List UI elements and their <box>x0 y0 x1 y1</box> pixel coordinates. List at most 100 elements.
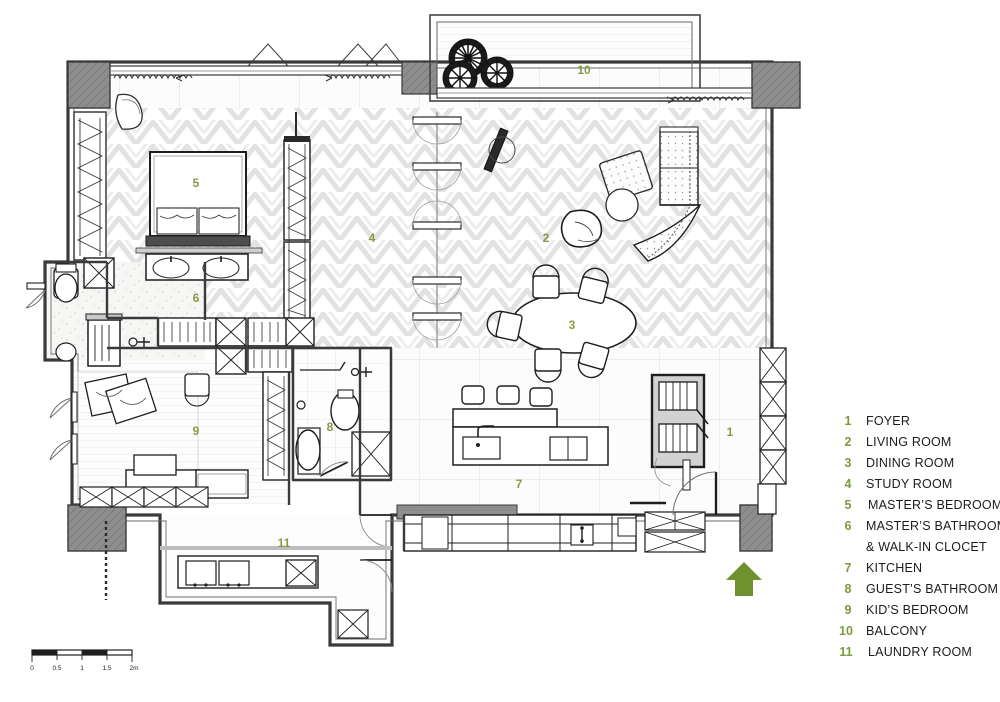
dining-chair <box>578 341 610 370</box>
legend-row-4: 4 STUDY ROOM <box>845 477 953 491</box>
dining-chair <box>577 276 609 305</box>
legend-label: STUDY ROOM <box>866 477 953 491</box>
legend-num: 10 <box>839 624 853 638</box>
wall-guest-bath <box>291 348 393 482</box>
curtain-symbols <box>113 74 745 104</box>
laundry-door-swing <box>359 559 393 593</box>
cabinet-cap <box>284 136 310 142</box>
toilet-cistern <box>55 263 77 273</box>
scale-seg-2 <box>82 650 107 655</box>
sink-guest <box>295 429 321 471</box>
sectional-sofa <box>632 126 702 262</box>
shelf-swing-arcs <box>412 119 462 341</box>
legend: 1 FOYER 2 LIVING ROOM 3 DINING ROOM 4 ST… <box>839 414 1000 659</box>
balcony-area <box>429 14 701 102</box>
wardrobe-kid <box>262 371 290 481</box>
kid-window-swings <box>49 397 73 461</box>
kid-bedroom-furniture <box>49 371 249 508</box>
cabinet-small <box>617 517 637 537</box>
entry-door-swing <box>672 471 717 516</box>
master-bath-elements <box>25 257 150 367</box>
window-open-flaps <box>247 43 401 67</box>
sofa-backrest-line <box>643 131 691 261</box>
mid-wardrobes <box>157 317 315 481</box>
legend-row-8: 8 GUEST’S BATHROOM <box>845 582 998 596</box>
legend-num: 2 <box>845 435 852 449</box>
cabinet-study-upper <box>283 139 311 241</box>
pillow-kid-2 <box>104 377 158 425</box>
column-nw <box>67 61 111 109</box>
foyer-panel <box>682 459 691 491</box>
cabinet-unit <box>421 516 449 550</box>
legend-label: MASTER’S BEDROOM <box>868 498 1000 512</box>
legend-row-6: 6 MASTER’S BATHROOM <box>845 519 1000 533</box>
bar-stools <box>461 385 553 407</box>
guest-door-leaf <box>319 461 349 477</box>
entrance-arrow-shape <box>726 562 762 596</box>
room-label-3: 3 <box>569 318 576 332</box>
armchair-living <box>560 209 603 248</box>
bar-stool <box>496 385 520 405</box>
bath-window <box>26 282 46 290</box>
toilet-guest-cistern <box>337 389 354 399</box>
legend-row-10: 10 BALCONY <box>839 624 927 638</box>
pillow-left <box>156 207 198 235</box>
legend-num: 4 <box>845 477 852 491</box>
cabinet-hanging-symbols <box>286 144 307 318</box>
bath-door-swing <box>25 289 46 309</box>
foyer-cabinet-shelf-bottom <box>658 423 698 453</box>
laundry-ledge <box>160 546 392 550</box>
legend-row-7: 7 KITCHEN <box>845 561 923 575</box>
living-room-furniture <box>483 126 702 262</box>
sink-small <box>55 342 77 362</box>
legend-row-5: 5 MASTER’S BEDROOM <box>845 498 1000 512</box>
structural-columns <box>67 61 801 552</box>
pillow-right <box>198 207 240 235</box>
legend-label: KID’S BEDROOM <box>866 603 969 617</box>
room-number-labels: 1 2 3 4 5 6 7 8 9 10 11 <box>193 63 734 550</box>
room-label-6: 6 <box>193 291 200 305</box>
scale-seg-1 <box>32 650 57 655</box>
room-label-2: 2 <box>543 231 550 245</box>
dining-chairs <box>486 264 610 383</box>
kitchen-sink <box>462 436 501 460</box>
column-n-mid <box>401 61 438 95</box>
legend-num: 11 <box>839 645 852 659</box>
kitchen-island-top <box>452 408 558 428</box>
shelf-panel-3 <box>412 221 462 230</box>
master-bedroom-furniture <box>73 93 263 281</box>
scale-tick-05: 0.5 <box>52 665 61 672</box>
legend-label: MASTER’S BATHROOM <box>866 519 1000 533</box>
legend-label: LAUNDRY ROOM <box>868 645 972 659</box>
balcony-plants <box>442 38 514 96</box>
scale-ticks <box>31 650 133 662</box>
room-label-11: 11 <box>278 536 291 550</box>
bar-stool <box>529 387 553 407</box>
shower-screen <box>300 361 346 371</box>
dining-chair <box>534 348 562 372</box>
legend-row-3: 3 DINING ROOM <box>845 456 955 470</box>
legend-num: 3 <box>845 456 852 470</box>
kid-south-closets <box>79 486 209 508</box>
washer <box>185 560 217 586</box>
cabinet-door-open <box>696 409 709 439</box>
scale-bar: 0 0.5 1 1.5 2m <box>30 649 139 672</box>
kitchen-elements <box>403 385 706 553</box>
foyer-cabinet-shelf-top <box>658 381 698 411</box>
legend-num: 7 <box>845 561 852 575</box>
legend-row-9: 9 KID’S BEDROOM <box>845 603 969 617</box>
wardrobe-mid-a <box>157 317 217 347</box>
guest-door-swing <box>319 461 349 477</box>
legend-num: 5 <box>845 498 852 512</box>
closet-tall <box>757 483 777 515</box>
entrance-arrow <box>726 562 762 596</box>
cabinet-study-lower <box>283 241 311 321</box>
study-room-elements <box>283 112 462 348</box>
round-side-table <box>605 188 639 222</box>
shelf-panel-5 <box>412 312 462 321</box>
dining-chair <box>532 275 560 299</box>
column-sw <box>67 504 127 552</box>
room-label-1: 1 <box>727 425 734 439</box>
tap-guest <box>296 400 306 410</box>
east-closets <box>757 347 787 515</box>
